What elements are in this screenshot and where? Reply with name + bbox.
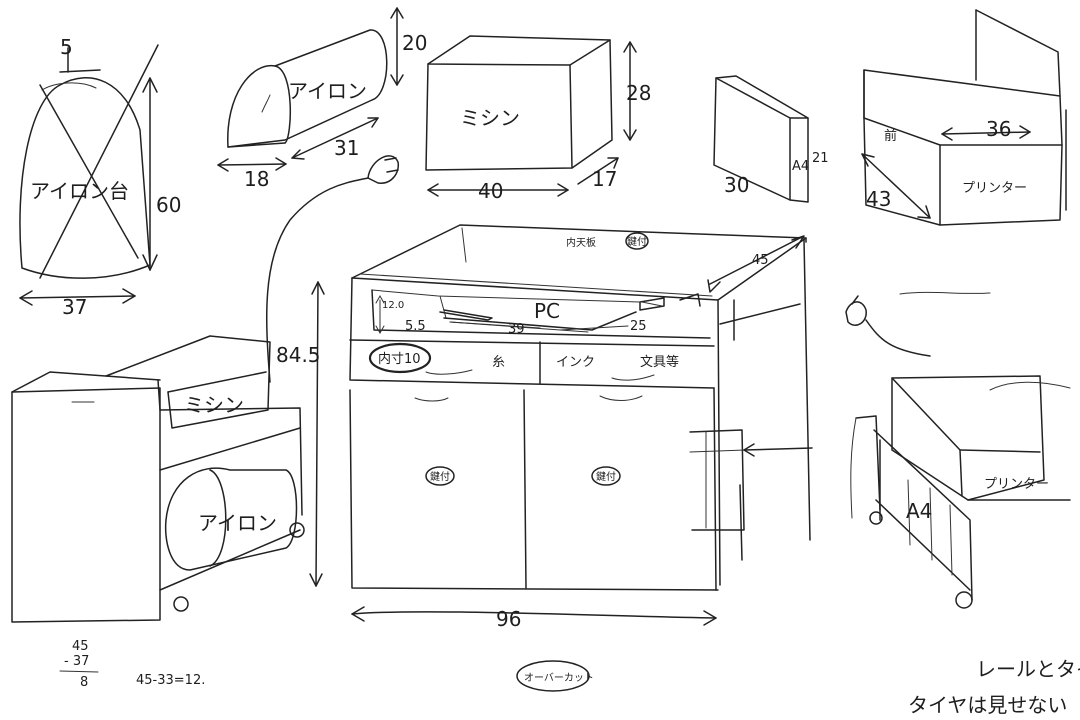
- desk-depth-dim: 45: [752, 253, 769, 268]
- iron-roll-drawing: [217, 7, 404, 172]
- ink-label: インク: [556, 355, 595, 370]
- a4-box-drawing: [713, 75, 809, 203]
- a4-depth-dim: 30: [724, 173, 749, 197]
- note-rail: レールとタイ: [976, 657, 1080, 681]
- board-width-dim: 37: [62, 295, 87, 319]
- board-height-dim: 60: [156, 193, 181, 217]
- cart-printer-label: プリンター: [984, 477, 1049, 492]
- desk-width-dim: 96: [496, 607, 521, 631]
- cord-drawing: [265, 155, 400, 383]
- printer-label: プリンター: [962, 181, 1027, 196]
- mishin-height-dim: 28: [626, 81, 651, 105]
- right-cart-drawing: [845, 291, 1071, 609]
- mishin-box-drawing: [425, 35, 637, 197]
- calc-a: 45: [72, 639, 89, 654]
- desk-height-dim: 84.5: [276, 343, 321, 367]
- calc-c: 8: [80, 675, 88, 690]
- a4-label: A4: [792, 159, 809, 174]
- pc-depth-dim: 39: [508, 322, 525, 337]
- mishin-label: ミシン: [460, 106, 520, 130]
- calc-line: 45-33=12.: [136, 673, 205, 688]
- iron-depth-dim: 31: [334, 136, 359, 160]
- iron-width-dim: 18: [244, 167, 269, 191]
- door-left-key-label: 鍵付: [430, 470, 450, 483]
- board-top-dim: 5: [60, 35, 73, 59]
- cart-iron-label: アイロン: [198, 511, 277, 535]
- printer-drawing: [861, 9, 1067, 226]
- calc-b: - 37: [64, 654, 89, 669]
- printer-width-dim: 36: [986, 117, 1011, 141]
- naisun-label: 内寸10: [378, 351, 421, 367]
- desk-drawing: [309, 224, 813, 626]
- iron-board-label: アイロン台: [30, 179, 129, 203]
- desk-top-key-label: 鍵付: [627, 235, 647, 248]
- under-text: オーバーカット: [524, 672, 594, 684]
- printer-depth-dim: 43: [866, 187, 891, 211]
- mishin-width-dim: 40: [478, 179, 503, 203]
- iron-board-drawing: [19, 44, 159, 306]
- bunguto-label: 文具等: [640, 354, 679, 370]
- cart-a4-label: A4: [906, 499, 932, 523]
- printer-front-label: 前: [884, 128, 897, 144]
- iron-roll-label: アイロン: [288, 79, 367, 103]
- shelf-side-dim: 5.5: [405, 319, 426, 334]
- door-right-key-label: 鍵付: [596, 470, 616, 483]
- iron-height-dim: 20: [402, 31, 427, 55]
- note-tires: タイヤは見せない: [908, 693, 1067, 717]
- a4-height-dim: 21: [812, 151, 829, 166]
- desk-shelf-label: 内天板: [566, 236, 596, 249]
- pc-small-dim: 25: [630, 319, 647, 334]
- cart-mishin-label: ミシン: [184, 393, 244, 417]
- mishin-depth-dim: 17: [592, 167, 617, 191]
- pc-label: PC: [534, 299, 560, 323]
- left-cart-drawing: [11, 335, 305, 623]
- ito-label: 糸: [492, 355, 505, 370]
- shelf-height-dim: 12.0: [382, 300, 404, 311]
